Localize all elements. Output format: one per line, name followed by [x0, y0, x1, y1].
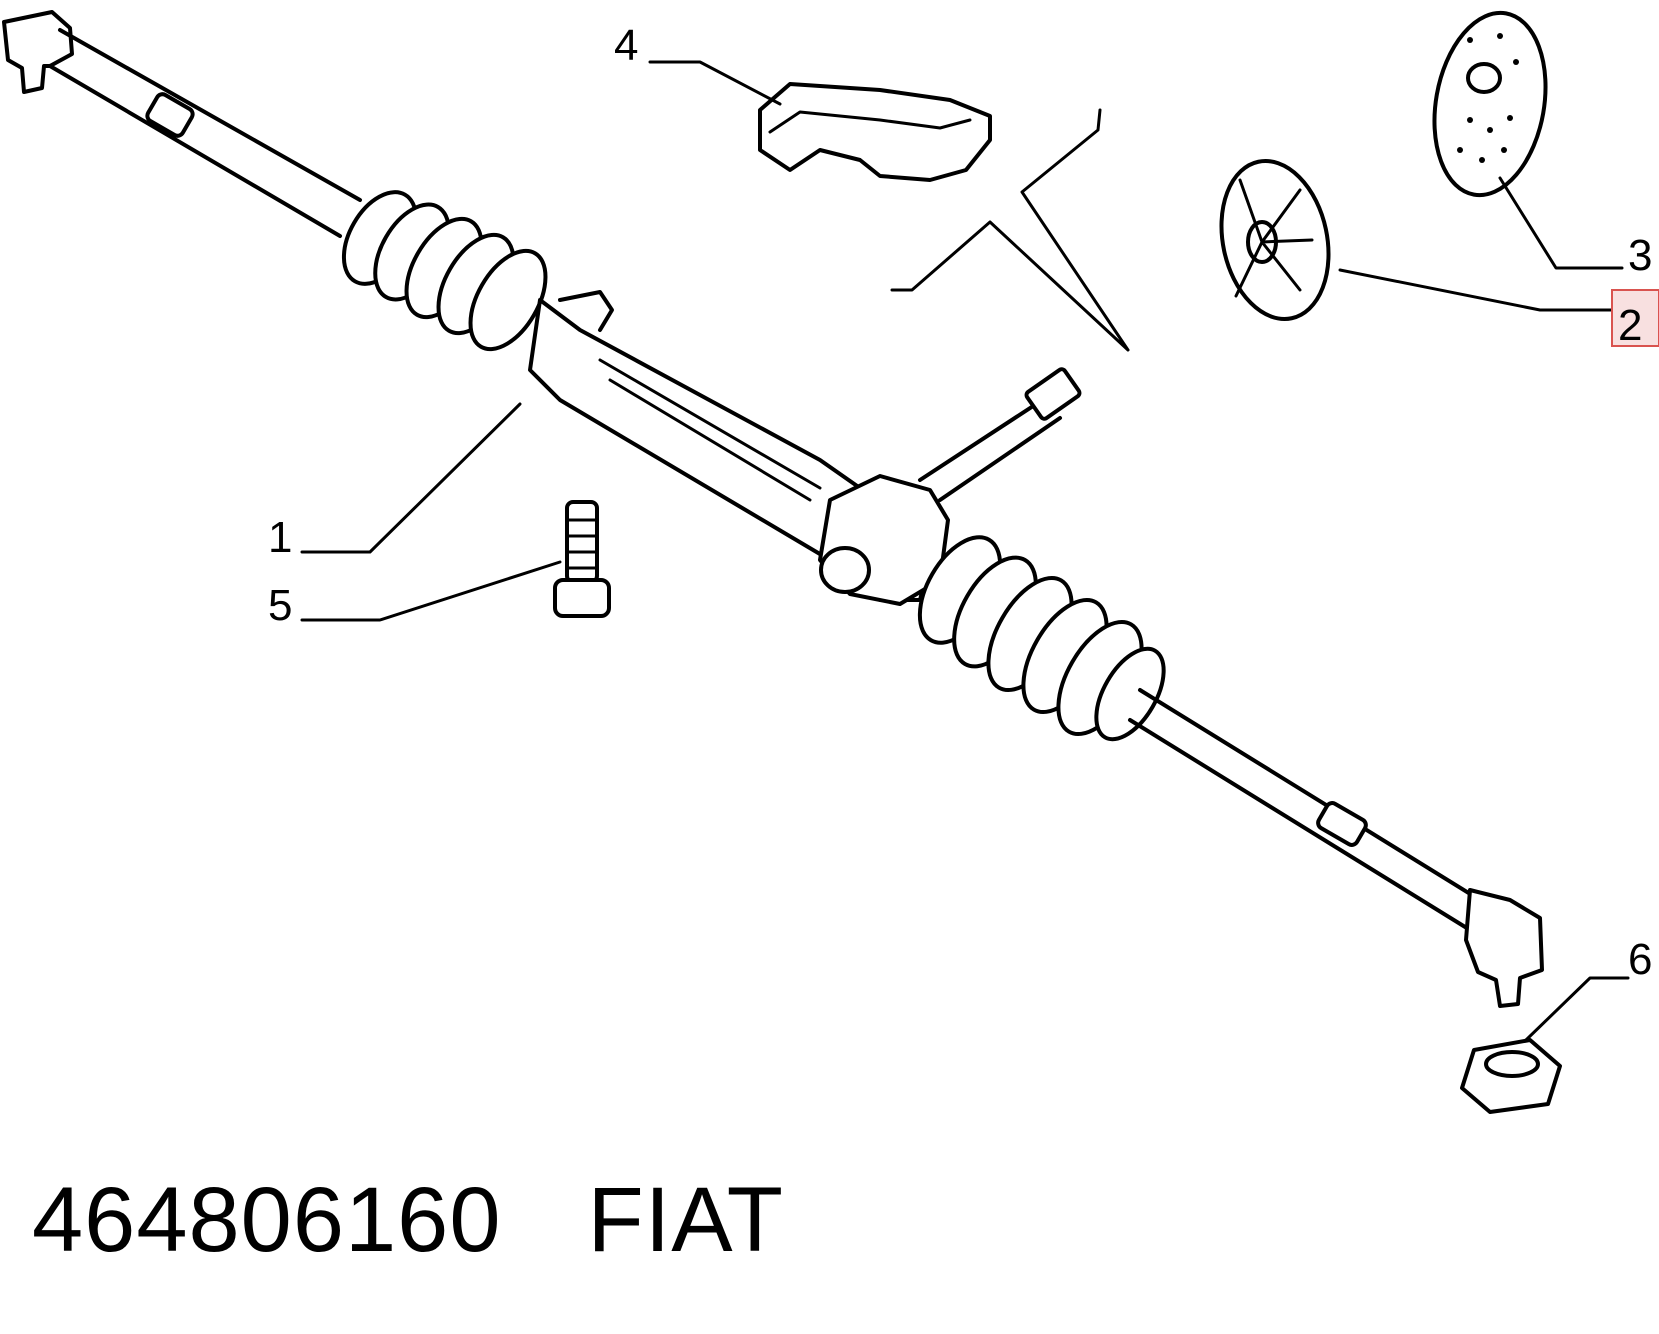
callout-5[interactable]: 5: [268, 581, 292, 630]
left-rod-collar: [145, 92, 195, 138]
leader-1: [300, 402, 522, 554]
pinion-spline: [1024, 367, 1082, 421]
part-number: 464806160: [32, 1169, 502, 1271]
leader-lines: [300, 60, 1630, 1042]
housing-stripe: [598, 358, 822, 502]
callout-2-highlight: [1611, 289, 1659, 347]
mounting-bracket[interactable]: [758, 82, 992, 182]
left-tie-rod: [48, 28, 362, 238]
callout-1[interactable]: 1: [268, 513, 292, 562]
part-caption: 464806160 FIAT: [32, 1168, 784, 1273]
housing-mount: [558, 290, 614, 332]
steering-rack-assembly[interactable]: [2, 10, 1544, 1008]
grommet-dots: [1457, 33, 1519, 163]
right-tie-rod: [1128, 688, 1482, 932]
callout-2[interactable]: 2: [1618, 301, 1642, 350]
right-bellows: [917, 535, 1166, 742]
right-rod-collar: [1316, 801, 1368, 847]
dust-cover-boot[interactable]: [1208, 151, 1343, 329]
callout-6[interactable]: 6: [1628, 935, 1652, 984]
leader-group: [890, 108, 1130, 352]
leader-4: [648, 60, 782, 106]
brand-name: FIAT: [587, 1169, 784, 1271]
callout-3[interactable]: 3: [1628, 231, 1652, 280]
bracket-detail: [768, 110, 972, 134]
pinion-shaft: [918, 393, 1062, 502]
grommet-seal[interactable]: [1421, 4, 1559, 204]
leader-2: [1338, 268, 1614, 312]
left-bellows: [341, 190, 548, 352]
hex-nut[interactable]: [1460, 1038, 1562, 1114]
leader-6: [1524, 976, 1630, 1042]
callout-4[interactable]: 4: [614, 21, 638, 70]
pinion-cap: [819, 546, 871, 594]
flange-bolt[interactable]: [553, 500, 611, 618]
right-tie-rod-end: [1464, 888, 1544, 1008]
leader-5: [300, 560, 562, 622]
left-tie-rod-end: [2, 10, 74, 94]
leader-3: [1498, 176, 1624, 270]
